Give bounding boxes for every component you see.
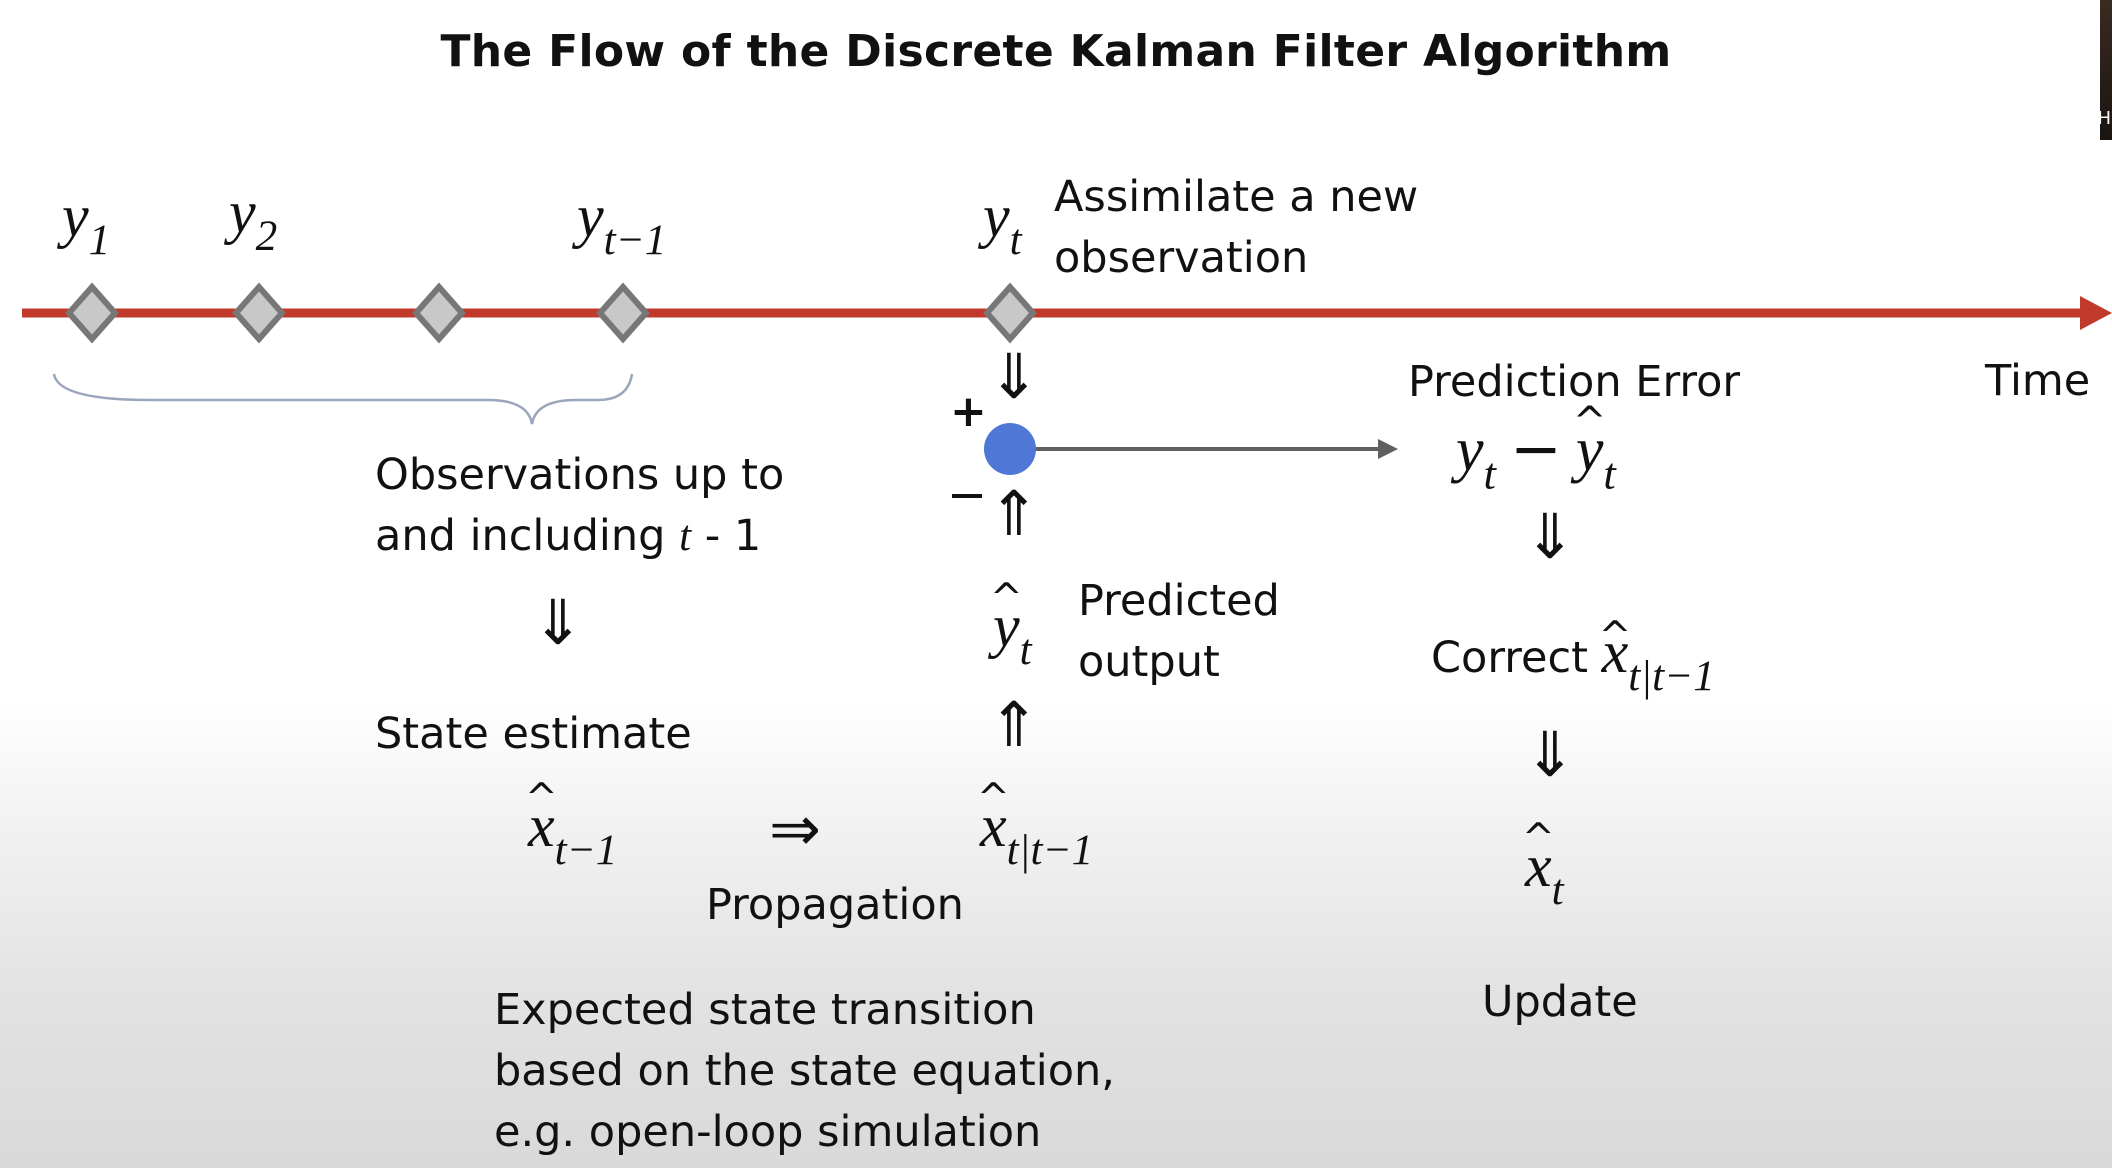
up-arrow-predicted: ⇑ — [988, 477, 1040, 550]
assimilate-note: Assimilate a new observation — [1054, 167, 1418, 289]
prior-state-symbol: xt|t−1 — [980, 792, 1093, 875]
predicted-output-symbol: yt — [993, 592, 1032, 675]
propagation-label: Propagation — [706, 880, 964, 930]
up-arrow-propagation: ⇑ — [988, 688, 1040, 761]
down-arrow-observations: ⇓ — [532, 586, 584, 659]
observation-marker-ytm1 — [595, 282, 651, 344]
junction-plus-sign: + — [950, 386, 987, 437]
timeline-arrowhead — [2080, 296, 2112, 330]
transition-line3: e.g. open-loop simulation — [494, 1107, 1042, 1157]
time-axis-label: Time — [1985, 356, 2091, 406]
correct-step: Correct xt|t−1 — [1431, 622, 1715, 707]
assimilate-line1: Assimilate a new — [1054, 172, 1419, 222]
webcam-overlay-text: H — [2097, 108, 2111, 129]
slide-title: The Flow of the Discrete Kalman Filter A… — [440, 26, 1672, 77]
update-label: Update — [1482, 977, 1638, 1027]
transition-note: Expected state transition based on the s… — [494, 980, 1115, 1163]
observations-line1: Observations up to — [375, 450, 785, 500]
down-arrow-observation: ⇓ — [988, 340, 1040, 413]
state-estimate-symbol: xt−1 — [528, 792, 617, 875]
observation-marker-y1 — [64, 282, 120, 344]
observations-note: Observations up to and including t - 1 — [375, 445, 784, 567]
updated-state-symbol: xt — [1525, 832, 1564, 915]
predicted-output-note: Predicted output — [1078, 571, 1280, 693]
down-arrow-correct: ⇓ — [1524, 718, 1576, 791]
down-arrow-error: ⇓ — [1524, 500, 1576, 573]
observations-line2: and including t - 1 — [375, 511, 762, 561]
predicted-line1: Predicted — [1078, 576, 1280, 626]
transition-line2: based on the state equation, — [494, 1046, 1115, 1096]
obs-label-yt: yt — [983, 183, 1022, 265]
propagation-arrow: ⇒ — [769, 792, 821, 865]
prediction-error-arrowhead — [1378, 439, 1398, 459]
summing-junction — [984, 423, 1036, 475]
observations-brace — [52, 373, 634, 425]
assimilate-line2: observation — [1054, 233, 1309, 283]
obs-label-y1: y1 — [62, 183, 111, 265]
prediction-error-expression: yt−yt — [1456, 412, 1616, 500]
transition-line1: Expected state transition — [494, 985, 1036, 1035]
obs-label-y2: y2 — [229, 179, 278, 261]
webcam-thumbnail — [2100, 0, 2112, 140]
observation-marker-yt — [982, 282, 1038, 344]
observation-marker-mid — [411, 282, 467, 344]
predicted-line2: output — [1078, 637, 1220, 687]
state-estimate-label: State estimate — [375, 709, 692, 759]
junction-minus-sign: − — [947, 467, 988, 523]
observation-marker-y2 — [231, 282, 287, 344]
obs-label-ytm1: yt−1 — [577, 183, 667, 265]
